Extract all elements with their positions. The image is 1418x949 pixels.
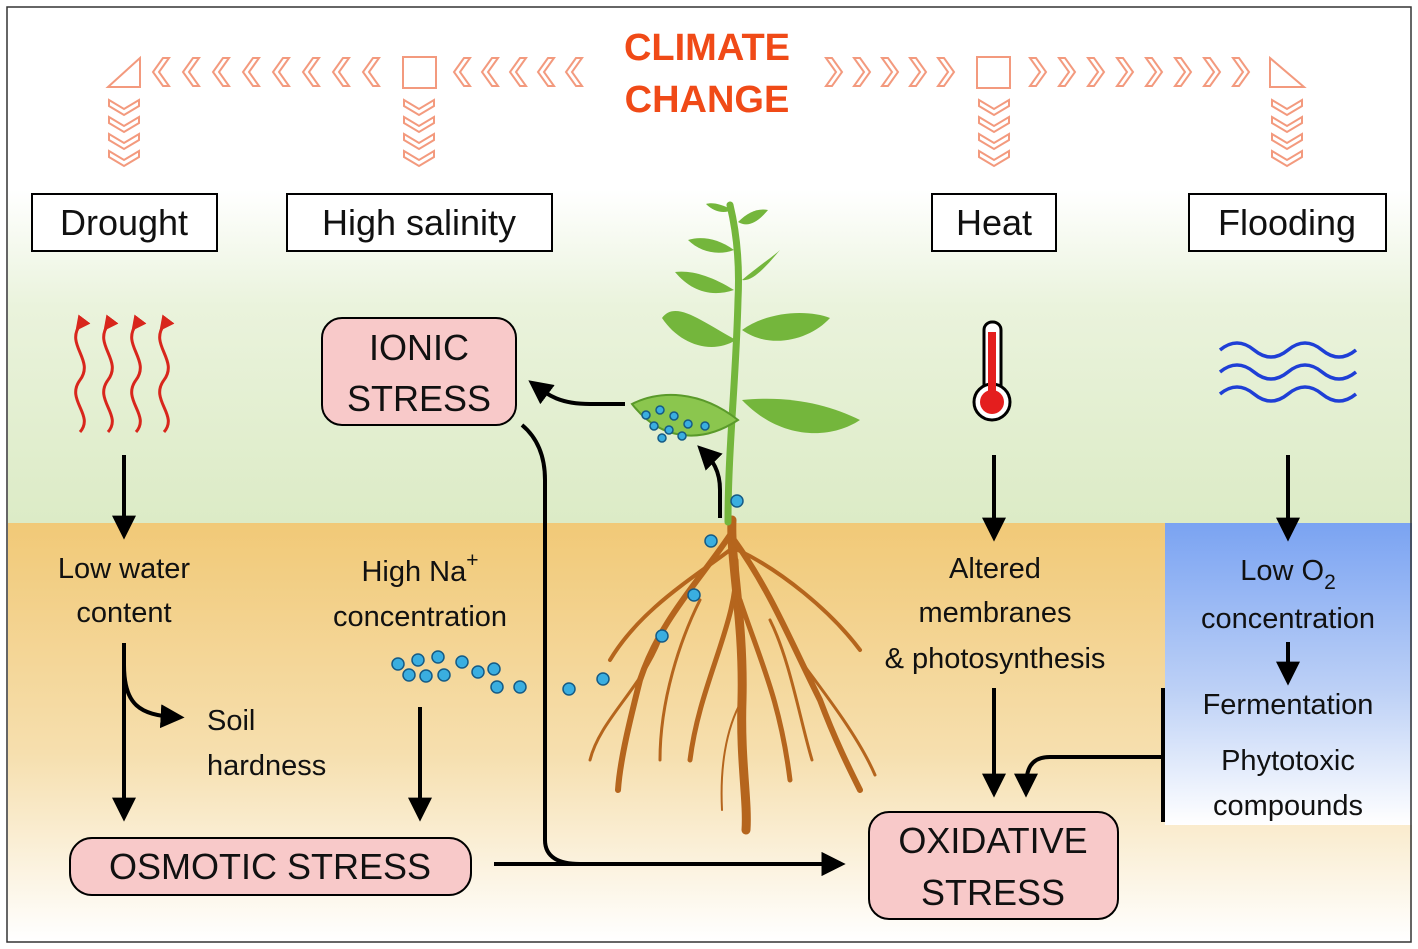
drought-box [31, 193, 218, 252]
ionic-stress-line-2: STRESS [347, 378, 491, 419]
chevron-icon [978, 132, 1010, 151]
soil-hardness-line-2: hardness [207, 750, 326, 782]
drought-label: Drought [60, 202, 188, 243]
chevron-icon [361, 57, 381, 87]
chevron-icon [1271, 149, 1303, 168]
sodium-effect-line-2: concentration [333, 601, 507, 633]
arrows [112, 380, 1300, 876]
heat-box [931, 193, 1057, 252]
chevron-icon [978, 98, 1010, 117]
chevron-icon [211, 57, 231, 87]
corner-triangle-left-icon [105, 55, 141, 88]
sodium-effect-prefix: High Na [361, 556, 467, 588]
phytotoxic-line-1: Phytotoxic [1221, 745, 1355, 777]
chevron-icon [908, 57, 928, 87]
title-line-2: CHANGE [625, 79, 790, 121]
frame-border [6, 6, 1412, 943]
chevron-icon [403, 98, 435, 117]
flooding-box [1188, 193, 1387, 252]
phytotoxic-line-2: compounds [1213, 790, 1363, 822]
chevron-icon [181, 57, 201, 87]
salinity-box [286, 193, 553, 252]
chevron-icon [452, 57, 472, 87]
heat-effect-line-3: & photosynthesis [885, 643, 1106, 675]
salinity-label: High salinity [322, 202, 516, 243]
chevron-icon [108, 115, 140, 134]
chevron-icon [403, 115, 435, 134]
heat-label: Heat [956, 202, 1032, 243]
thermometer-icon [972, 320, 1012, 422]
chevron-icon [978, 115, 1010, 134]
oxidative-stress-line-1: OXIDATIVE [898, 820, 1087, 861]
osmotic-stress-label: OSMOTIC STRESS [109, 846, 431, 887]
junction-square-heat-icon [976, 56, 1011, 89]
chevron-icon [978, 149, 1010, 168]
chevron-icon [403, 132, 435, 151]
chevron-icon [936, 57, 956, 87]
chevron-icon [241, 57, 261, 87]
sodium-charge: + [466, 549, 478, 572]
chevron-icon [880, 57, 900, 87]
corner-shapes [105, 55, 1307, 89]
ionic-stress-box [321, 317, 517, 426]
heat-effect-line-2: membranes [918, 597, 1071, 629]
flooding-label: Flooding [1218, 202, 1356, 243]
drought-effect-line-2: content [76, 597, 171, 629]
chevron-icon [108, 132, 140, 151]
water-waves-icon [1218, 341, 1358, 403]
arrow-leaf-to-ionic [528, 380, 625, 406]
chevron-icon [1271, 115, 1303, 134]
oxidative-stress-line-2: STRESS [921, 872, 1065, 913]
arrow-stem-to-leaf [697, 445, 723, 518]
chevron-icon [331, 57, 351, 87]
chevron-icon [852, 57, 872, 87]
chevron-icon [403, 149, 435, 168]
title-line-1: CLIMATE [624, 27, 790, 69]
chevron-icon [1086, 57, 1106, 87]
chevron-icon [536, 57, 556, 87]
chevron-icon [108, 149, 140, 168]
chevron-icon [108, 98, 140, 117]
junction-square-salinity-icon [402, 56, 437, 89]
oxygen-effect-prefix: Low O [1240, 555, 1324, 587]
chevron-icon [564, 57, 584, 87]
chevron-icon [1231, 57, 1251, 87]
chevron-arrows-icon [108, 57, 1303, 168]
oxidative-stress-box [868, 811, 1119, 920]
chevron-icon [1115, 57, 1135, 87]
chevron-icon [1271, 98, 1303, 117]
chevron-icon [508, 57, 528, 87]
chevron-icon [480, 57, 500, 87]
chevron-icon [271, 57, 291, 87]
chevron-icon [1057, 57, 1077, 87]
chevron-icon [1173, 57, 1193, 87]
chevron-icon [1144, 57, 1164, 87]
chevron-icon [1271, 132, 1303, 151]
chevron-icon [824, 57, 844, 87]
ionic-stress-line-1: IONIC [369, 327, 469, 368]
heat-wave-icon [74, 314, 175, 433]
roots [588, 515, 877, 835]
oxygen-effect-line-2: concentration [1201, 603, 1375, 635]
chevron-icon [1028, 57, 1048, 87]
osmotic-stress-box [69, 837, 472, 896]
sodium-ion-dot-icon [391, 405, 744, 696]
soil-hardness-line-1: Soil [207, 705, 255, 737]
oxygen-effect-line-1: Low O2 [1240, 555, 1336, 594]
sodium-effect-line-1: High Na+ [361, 549, 478, 588]
arrow-fermentation-to-oxidative [1014, 755, 1163, 798]
arrow-water-to-soil [122, 664, 185, 729]
heat-effect-line-1: Altered [949, 553, 1041, 585]
drought-effect-line-1: Low water [58, 553, 191, 585]
oxygen-subscript: 2 [1324, 571, 1336, 594]
chevron-icon [301, 57, 321, 87]
corner-triangle-right-icon [1269, 55, 1307, 88]
stem [724, 201, 743, 526]
fermentation-label: Fermentation [1203, 689, 1374, 721]
plant-icon [588, 201, 877, 835]
chevron-icon [1202, 57, 1222, 87]
chevron-icon [151, 57, 171, 87]
